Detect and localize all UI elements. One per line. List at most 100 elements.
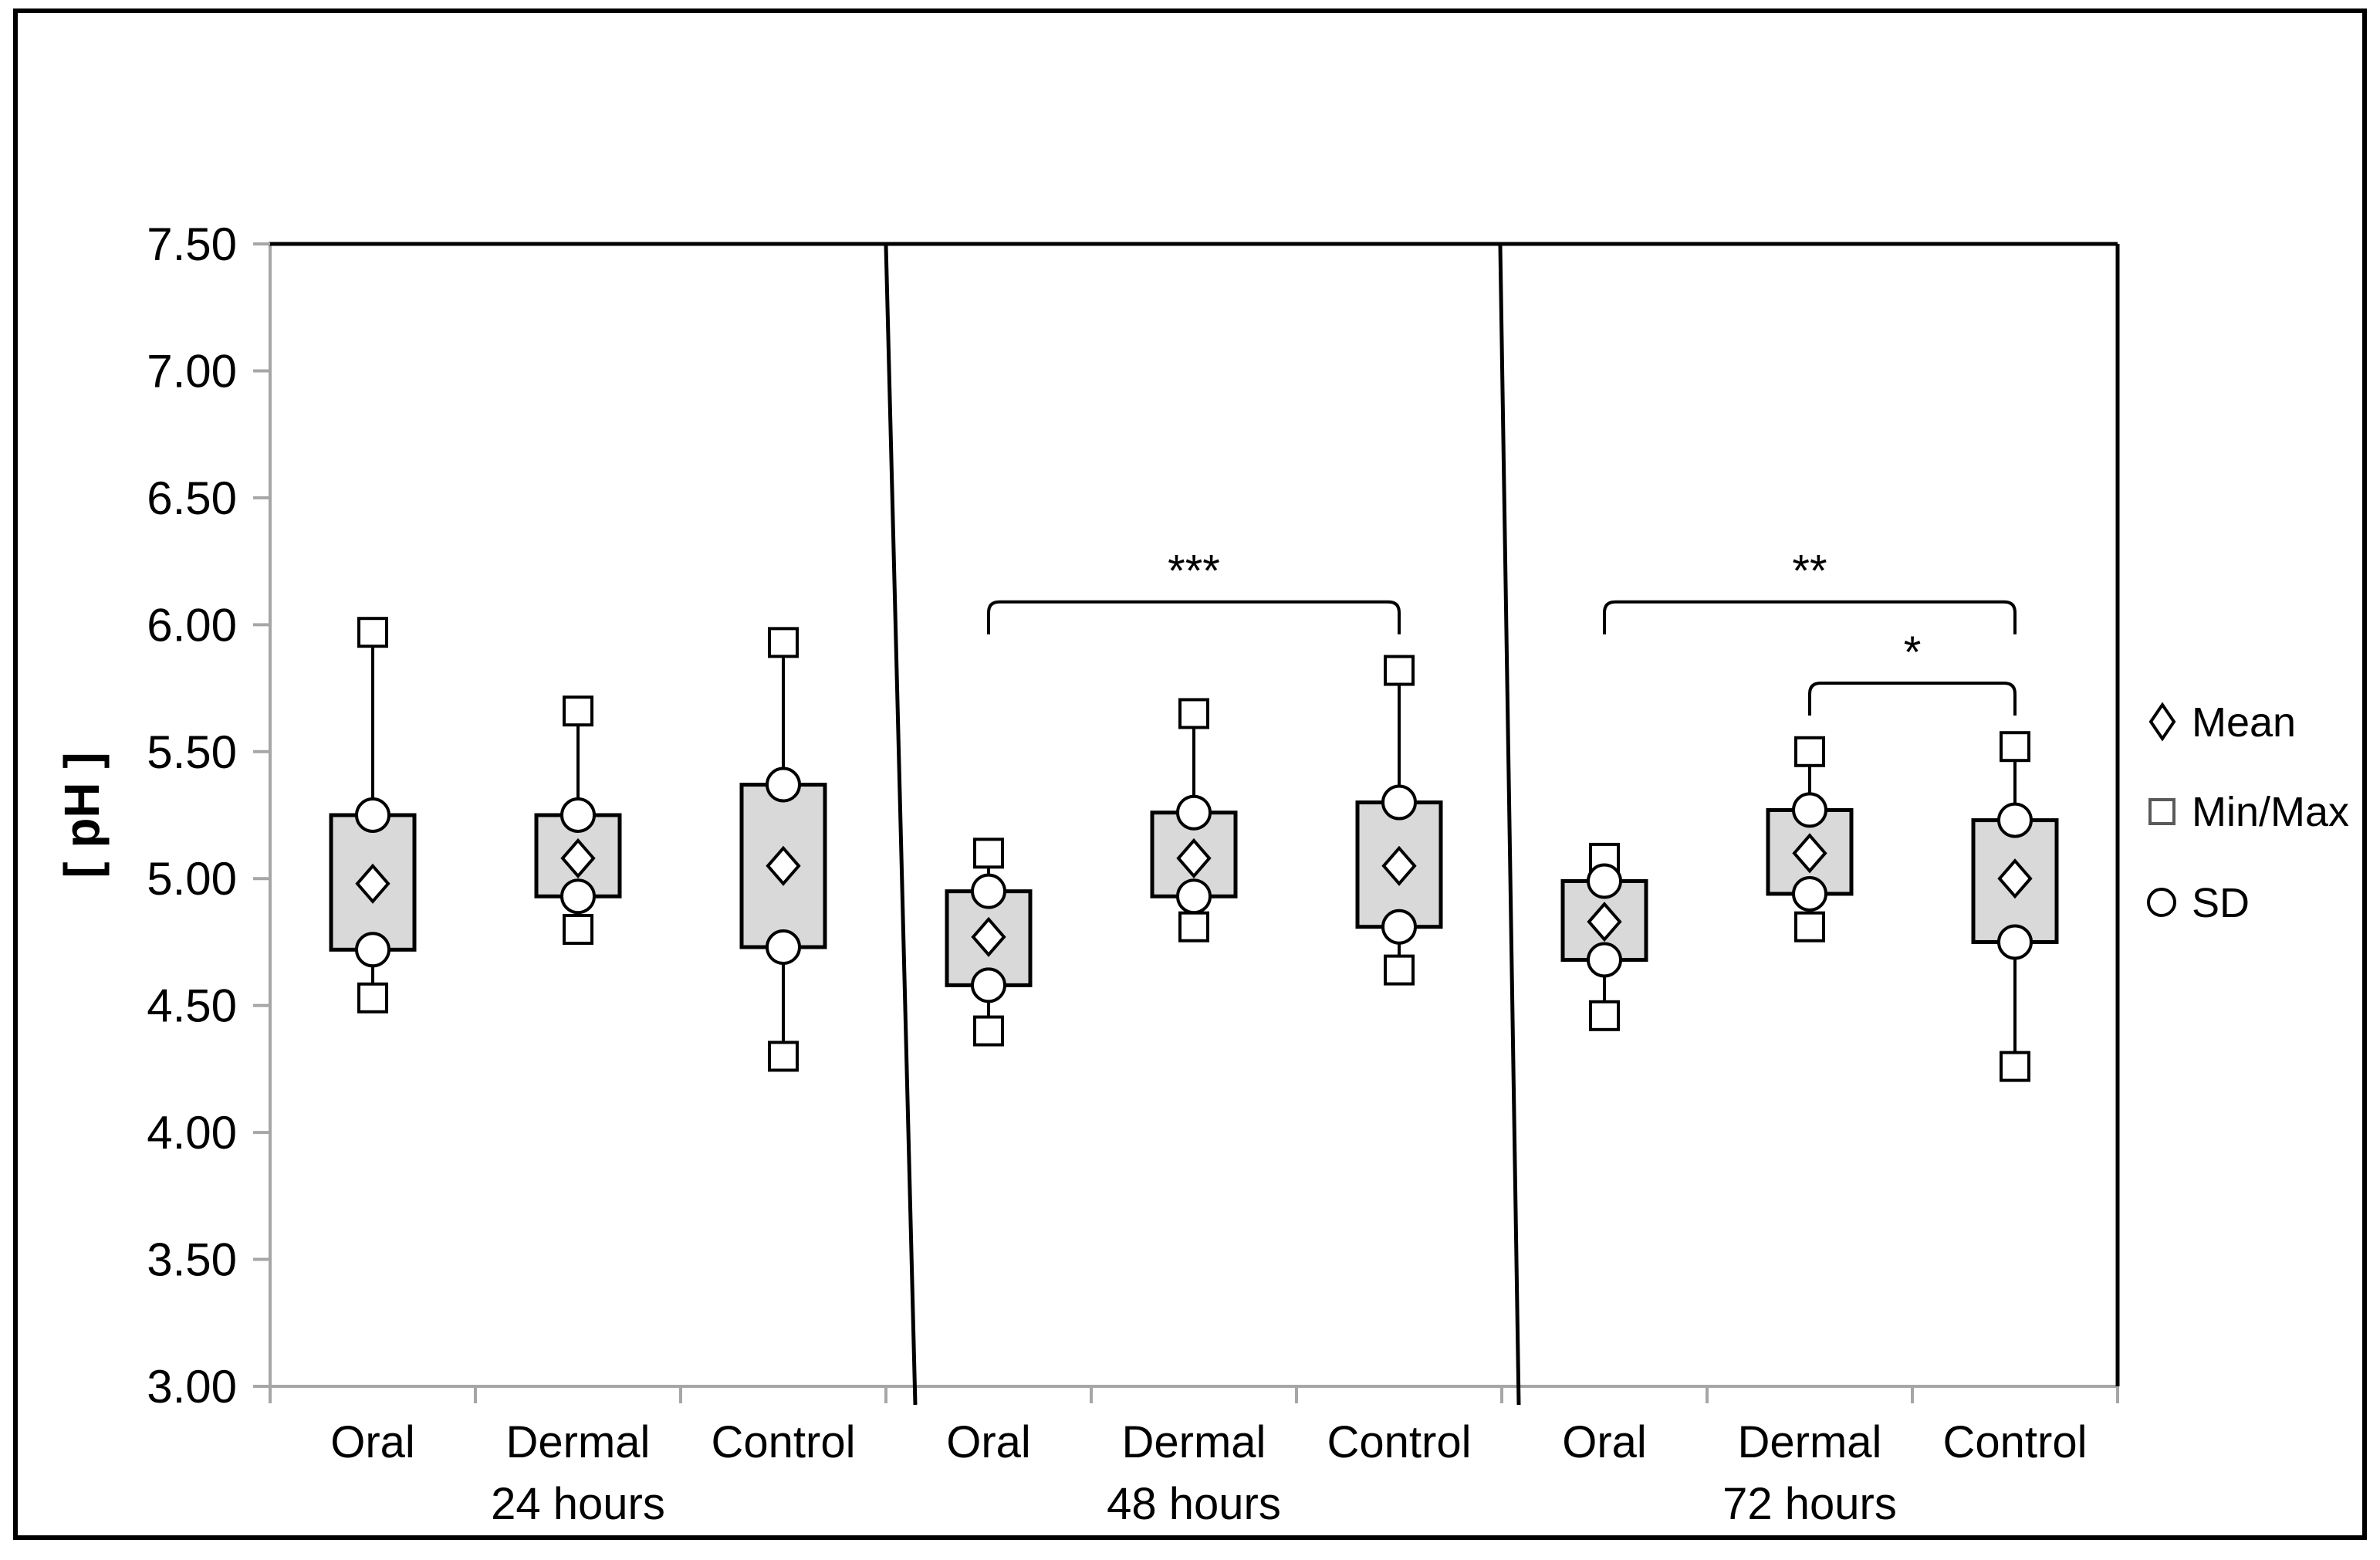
sd-bottom-marker [971,967,1006,1003]
time-label: 48 hours [1107,1479,1281,1529]
figure-border [13,8,2367,1540]
mean-marker [355,863,390,904]
box-oral-72-hours [1560,842,1648,1031]
legend-item-minmax: Min/Max [2148,789,2349,835]
legend-item-mean: Mean [2148,699,2296,746]
max-marker [768,627,799,658]
sd-bottom-marker [1792,875,1827,912]
box-oral-24-hours [329,617,417,1013]
sd-bottom-marker [1381,909,1417,945]
sd-top-marker [1381,784,1417,821]
y-tick-label: 3.50 [147,1234,237,1286]
mean-marker [766,845,801,886]
mean-marker [1587,902,1622,942]
min-marker [1384,954,1415,986]
sd-top-marker [560,797,596,833]
square-icon [2148,798,2175,825]
sd-top-marker [766,766,801,803]
category-label: Control [1327,1417,1472,1467]
legend-item-sd: SD [2147,880,2250,926]
y-tick-label: 7.00 [147,345,237,397]
sd-top-marker [355,797,390,833]
y-tick-label: 5.00 [147,853,237,905]
y-axis-title: [ pH ] [54,752,110,878]
sd-top-marker [1792,792,1827,828]
max-marker [973,838,1004,869]
time-label: 24 hours [491,1479,665,1529]
y-tick-label: 4.50 [147,980,237,1032]
legend: Mean Min/Max SD [2147,699,2349,926]
sd-top-marker [1176,794,1212,831]
box-dermal-48-hours [1150,698,1238,942]
sd-top-marker [1997,802,2033,838]
min-marker [563,914,593,945]
time-label: 72 hours [1722,1479,1897,1529]
max-marker [1384,655,1415,686]
min-marker [1589,1000,1620,1031]
sd-bottom-marker [560,878,596,915]
box-oral-48-hours [945,838,1033,1047]
min-marker [2000,1051,2030,1082]
max-marker [2000,731,2030,763]
min-marker [1794,911,1825,942]
sd-bottom-marker [1587,942,1622,978]
legend-label-sd: SD [2192,880,2250,926]
divider-48h-72h [1498,245,1521,1406]
category-label: Dermal [506,1417,651,1467]
group-dividers [884,245,1521,1406]
box-dermal-72-hours [1766,736,1854,942]
sd-bottom-marker [766,929,801,966]
min-marker [973,1015,1004,1047]
box-dermal-24-hours [534,695,622,945]
category-label: Oral [946,1417,1031,1467]
max-marker [1178,698,1209,729]
significance-label: * [1904,628,1922,678]
mean-marker [1176,838,1212,878]
sd-bottom-marker [355,932,390,968]
bracket [1808,681,2017,716]
bracket [987,600,1401,634]
circle-icon [2147,888,2176,917]
boxplot-series [329,617,2059,1082]
sd-top-marker [1587,863,1622,899]
category-label: Control [712,1417,856,1467]
divider-24h-48h [884,245,918,1406]
y-tick-label: 6.50 [147,472,237,524]
legend-label-minmax: Min/Max [2192,789,2349,835]
mean-marker [1997,858,2033,899]
min-marker [768,1041,799,1072]
bracket [1603,600,2017,634]
box-control-48-hours [1355,655,1443,986]
category-label: Dermal [1738,1417,1882,1467]
sd-bottom-marker [1997,924,2033,960]
sd-top-marker [971,873,1006,909]
min-marker [1178,911,1209,942]
y-tick-label: 4.00 [147,1107,237,1159]
x-axis-ticks [269,1386,2119,1403]
significance-brackets: ****** [987,547,2017,716]
mean-marker [560,838,596,878]
min-marker [357,982,388,1013]
y-tick-label: 7.50 [147,218,237,270]
sd-bottom-marker [1176,878,1212,915]
box-control-24-hours [739,627,827,1072]
diamond-icon [2148,702,2176,742]
legend-label-mean: Mean [2192,699,2296,746]
mean-marker [971,916,1006,957]
mean-marker [1381,845,1417,886]
y-axis: 7.507.006.506.005.505.004.504.003.503.00 [147,218,270,1413]
box-control-72-hours [1971,731,2059,1082]
y-tick-label: 6.00 [147,599,237,651]
max-marker [563,695,593,727]
max-marker [1794,736,1825,767]
y-tick-label: 5.50 [147,726,237,778]
category-label: Control [1943,1417,2088,1467]
category-label: Dermal [1122,1417,1266,1467]
plot-frame [269,242,2120,1388]
significance-label: *** [1168,547,1220,597]
mean-marker [1792,833,1827,874]
significance-label: ** [1792,547,1827,597]
